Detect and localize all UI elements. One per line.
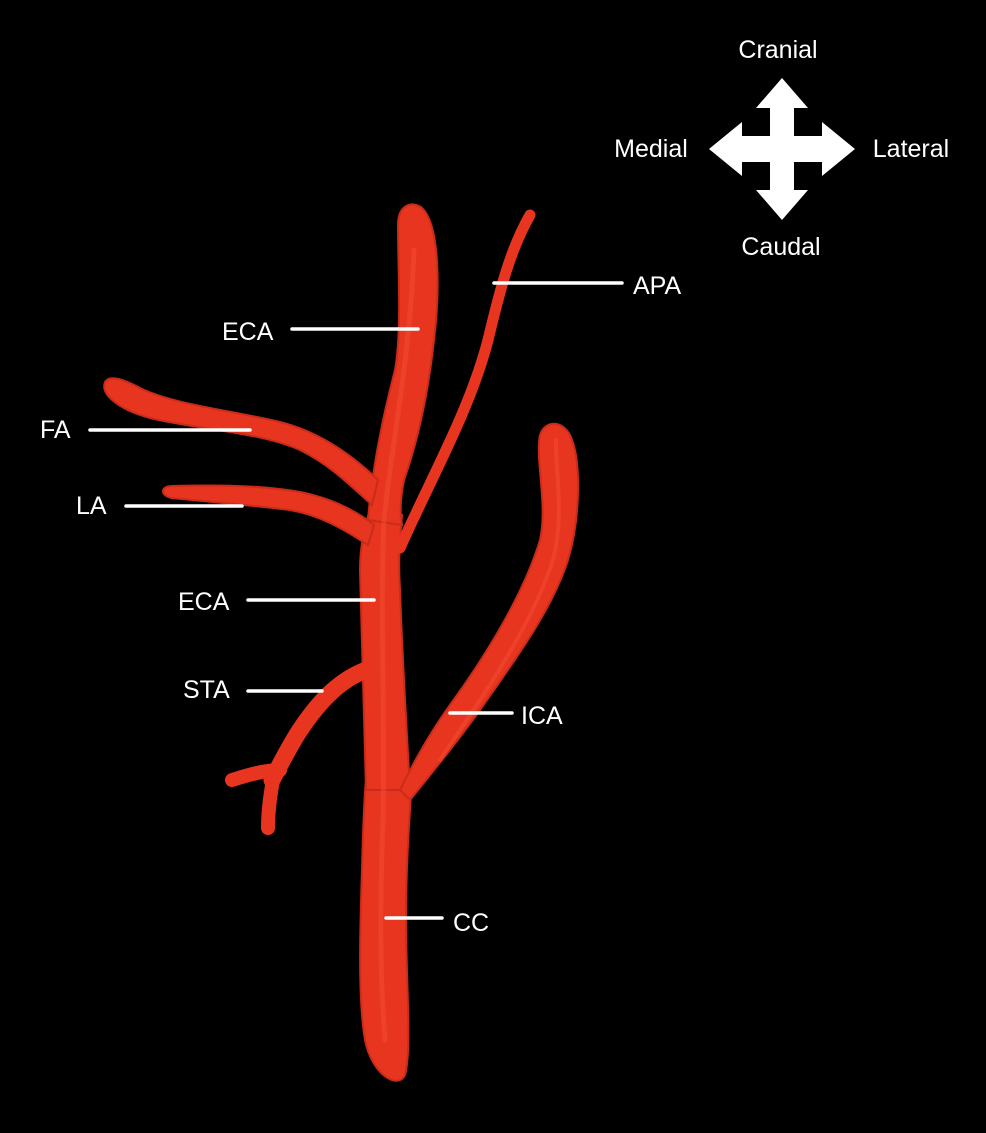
four-way-arrow-icon bbox=[709, 78, 855, 220]
compass-medial-label: Medial bbox=[614, 135, 688, 163]
facial-artery-vessel bbox=[103, 377, 380, 507]
internal-carotid-vessel bbox=[398, 422, 579, 802]
leader-lines bbox=[88, 281, 624, 920]
ica-label: ICA bbox=[521, 702, 563, 730]
ascending-pharyngeal-vessel bbox=[394, 209, 536, 554]
vessel-highlight bbox=[438, 438, 561, 762]
la-label: LA bbox=[76, 492, 107, 520]
compass-cranial-label: Cranial bbox=[738, 36, 817, 64]
fa-label: FA bbox=[40, 416, 71, 444]
vessel-labels: APA ECA FA LA ECA STA ICA CC bbox=[40, 272, 681, 937]
vessel-highlight bbox=[378, 247, 417, 1043]
compass-caudal-label: Caudal bbox=[741, 233, 820, 261]
vessel-tree bbox=[103, 203, 579, 1082]
sta-label: STA bbox=[183, 676, 230, 704]
compass-lateral-label: Lateral bbox=[873, 135, 949, 163]
eca-upper-label: ECA bbox=[222, 318, 274, 346]
apa-label: APA bbox=[633, 272, 681, 300]
cc-label: CC bbox=[453, 909, 489, 937]
lingual-artery-vessel bbox=[162, 484, 376, 547]
orientation-compass: Cranial Caudal Medial Lateral bbox=[614, 36, 949, 261]
superior-thyroid-inferior-branch-vessel bbox=[261, 768, 281, 835]
eca-lower-label: ECA bbox=[178, 588, 230, 616]
